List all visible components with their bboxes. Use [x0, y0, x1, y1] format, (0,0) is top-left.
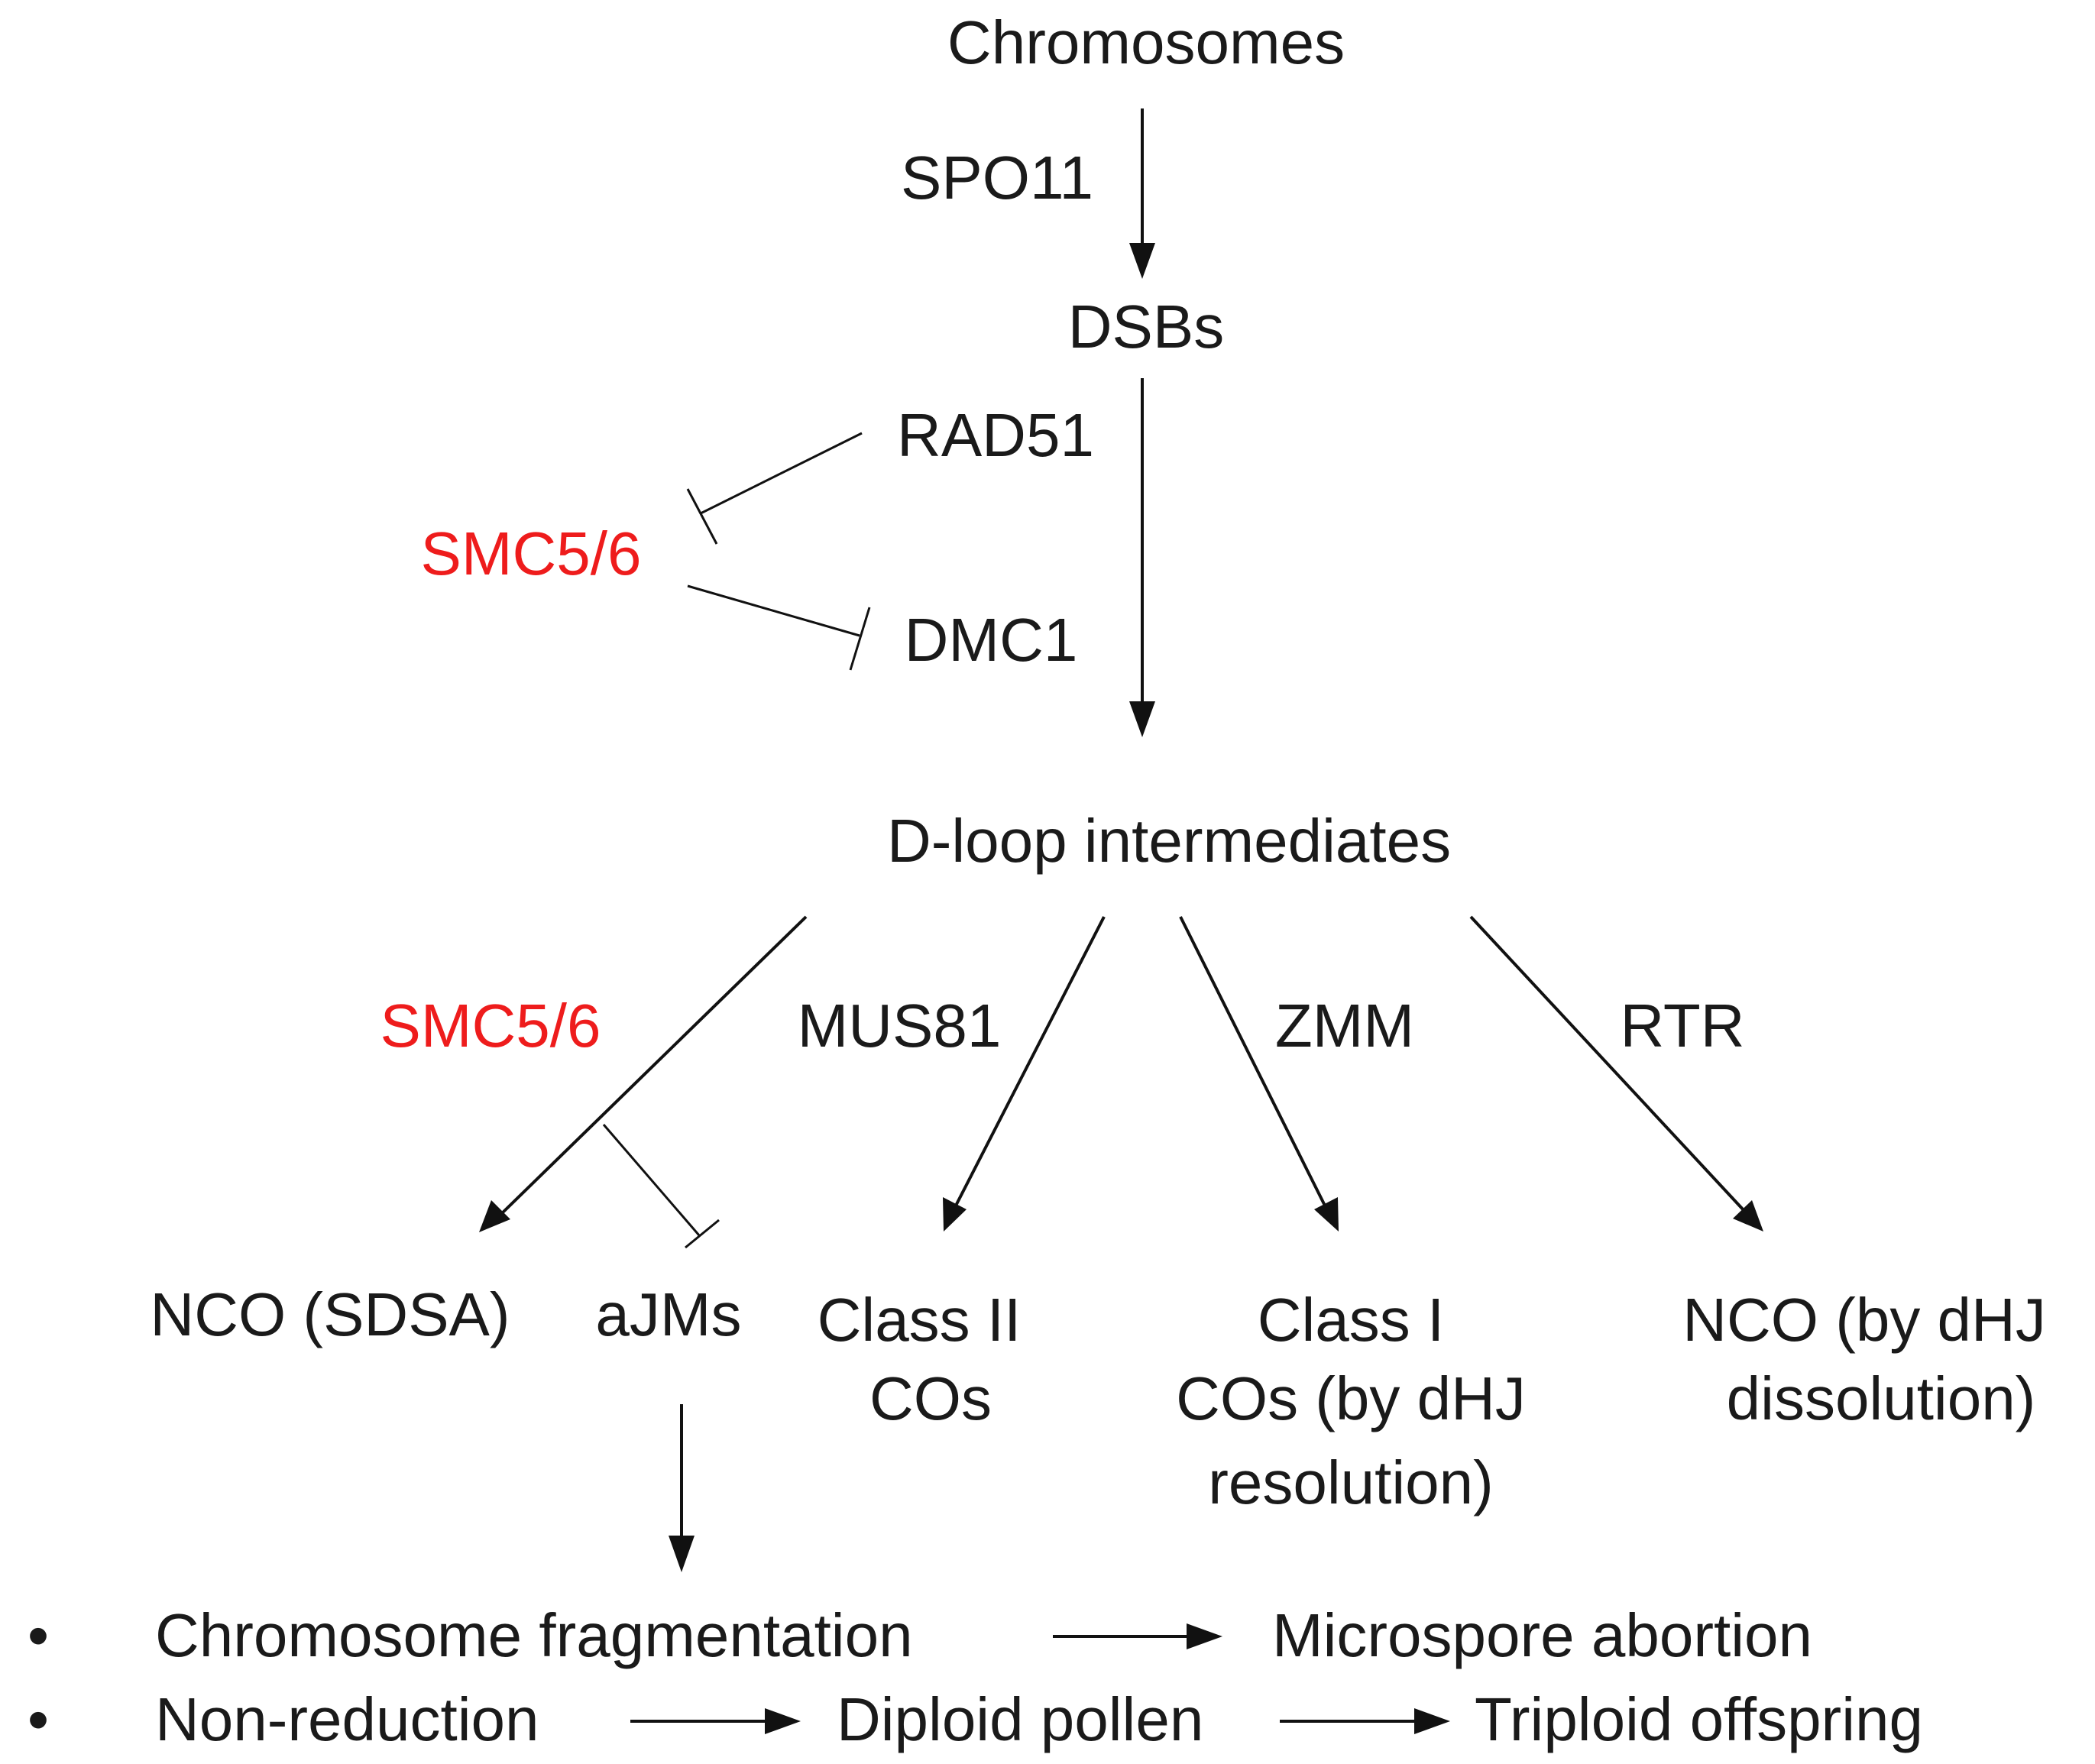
- outcome-microspore-abortion: Microspore abortion: [1272, 1601, 1812, 1669]
- outcome-triploid-offspring: Triploid offspring: [1475, 1685, 1923, 1753]
- node-class1-cos-line3: resolution): [1208, 1448, 1494, 1516]
- node-class2-cos-line2: COs: [869, 1364, 992, 1432]
- arrow-dloop-to-nco-dhj: [1469, 915, 1763, 1232]
- label-dmc1: DMC1: [905, 606, 1078, 674]
- node-class1-cos-line1: Class I: [1258, 1286, 1445, 1354]
- node-dsbs: DSBs: [1068, 293, 1225, 361]
- arrow-dsbs-to-dloop: [1129, 378, 1155, 737]
- node-class2-cos-line1: Class II: [818, 1286, 1022, 1354]
- arrow-dloop-to-nco-sdsa: [479, 915, 808, 1232]
- label-zmm: ZMM: [1275, 992, 1414, 1060]
- node-nco-dhj-line1: NCO (by dHJ: [1682, 1286, 2046, 1354]
- arrow-ajms-to-outcomes: [669, 1404, 695, 1572]
- label-spo11: SPO11: [901, 144, 1093, 212]
- node-chromosomes: Chromosomes: [947, 8, 1345, 76]
- inhibition-smc56-dmc1: [687, 584, 871, 671]
- inhibition-rad51-smc56: [686, 432, 863, 545]
- arrow-chromosomes-to-dsbs: [1129, 108, 1155, 279]
- label-smc56-top: SMC5/6: [421, 519, 642, 587]
- arrow-diploid-to-triploid: [1280, 1708, 1450, 1734]
- outcome-diploid-pollen: Diploid pollen: [837, 1685, 1203, 1753]
- label-mus81: MUS81: [798, 992, 1002, 1060]
- outcome-chromosome-fragmentation: Chromosome fragmentation: [155, 1601, 913, 1669]
- node-dloop-intermediates: D-loop intermediates: [887, 807, 1451, 875]
- outcome-non-reduction: Non-reduction: [155, 1685, 539, 1753]
- label-smc56-bottom: SMC5/6: [380, 992, 601, 1060]
- node-class1-cos-line2: COs (by dHJ: [1176, 1364, 1526, 1432]
- label-rtr: RTR: [1621, 992, 1745, 1060]
- bullet-row2: •: [28, 1685, 49, 1753]
- node-ajms: aJMs: [595, 1280, 741, 1348]
- bullet-row1: •: [28, 1601, 49, 1669]
- label-rad51: RAD51: [897, 401, 1094, 469]
- arrow-dloop-to-class2: [943, 916, 1106, 1232]
- node-nco-dhj-line2: dissolution): [1727, 1364, 2036, 1432]
- arrow-fragmentation-to-abortion: [1053, 1623, 1222, 1649]
- node-nco-sdsa: NCO (SDSA): [150, 1280, 510, 1348]
- inhibition-smc56-ajms: [602, 1124, 720, 1249]
- arrow-nonreduction-to-diploid: [630, 1708, 801, 1734]
- arrow-dloop-to-class1: [1179, 916, 1339, 1232]
